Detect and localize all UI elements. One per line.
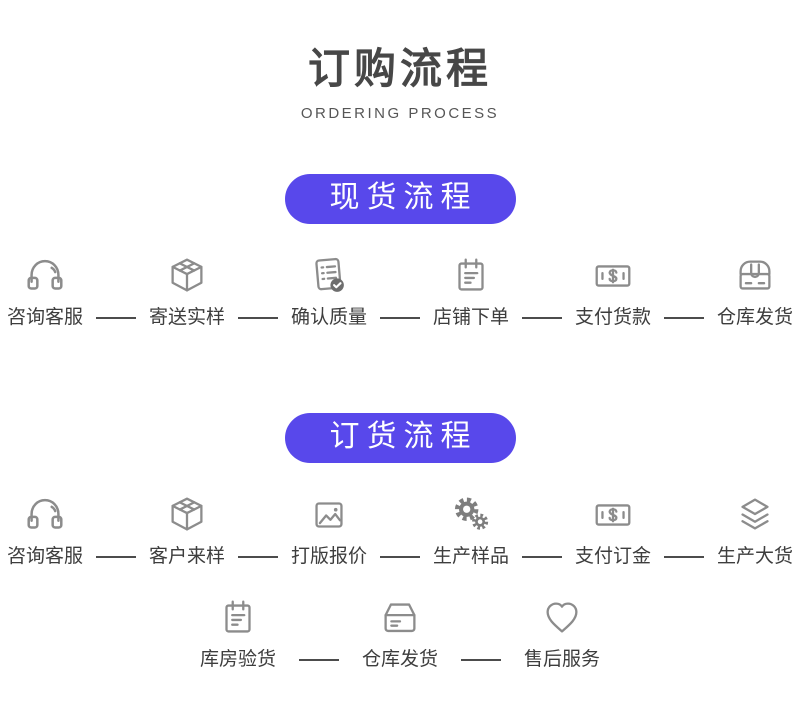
step-consult-service: 咨询客服 [1,254,89,329]
flow-connector [522,556,562,559]
step-label: 仓库发货 [716,307,793,329]
step-bulk-production: 生产大货 [711,493,799,568]
flow-connector [96,556,136,559]
badge-order-process: 订货流程 [284,413,516,464]
order-process-row-2: 库房验货 仓库发货 售后服务 [190,596,610,671]
flow-connector [664,317,704,320]
step-label: 生产样品 [432,546,509,568]
step-label: 客户来样 [148,546,225,568]
step-send-sample: 寄送实样 [143,254,231,329]
banknote-icon [590,493,636,537]
notepad-icon [448,254,494,298]
checklist-check-icon [306,254,352,298]
headset-icon [22,493,68,537]
headset-icon [22,254,68,298]
step-label: 寄送实样 [148,307,225,329]
step-label: 咨询客服 [6,307,83,329]
box-icon [164,254,210,298]
step-label: 打版报价 [290,546,367,568]
carton-icon [377,596,423,640]
step-proofing-quote: 打版报价 [285,493,373,568]
step-label: 仓库发货 [361,649,438,671]
order-process-row-1: 咨询客服 客户来样 打版报价 生产样品 支付订金 生产大货 [1,493,799,568]
step-warehouse-ship: 仓库发货 [352,596,448,671]
page-title: 订购流程 [307,45,492,92]
heart-icon [539,596,585,640]
flow-connector [664,556,704,559]
step-label: 店铺下单 [432,307,509,329]
step-consult-service: 咨询客服 [1,493,89,568]
step-pay-goods: 支付货款 [569,254,657,329]
step-customer-sample: 客户来样 [143,493,231,568]
step-label: 售后服务 [523,649,600,671]
step-warehouse-inspect: 库房验货 [190,596,286,671]
step-label: 库房验货 [199,649,276,671]
step-confirm-quality: 确认质量 [285,254,373,329]
flow-connector [299,659,339,662]
flow-connector [238,317,278,320]
step-label: 支付订金 [574,546,651,568]
flow-connector [522,317,562,320]
flow-connector [238,556,278,559]
step-after-sale-service: 售后服务 [514,596,610,671]
step-warehouse-ship: 仓库发货 [711,254,799,329]
step-place-order: 店铺下单 [427,254,515,329]
step-label: 咨询客服 [6,546,83,568]
layers-icon [732,493,778,537]
package-icon [732,254,778,298]
step-produce-sample: 生产样品 [427,493,515,568]
flow-connector [380,556,420,559]
banknote-icon [590,254,636,298]
step-pay-deposit: 支付订金 [569,493,657,568]
flow-connector [96,317,136,320]
step-label: 支付货款 [574,307,651,329]
image-icon [306,493,352,537]
badge-stock-process: 现货流程 [284,174,516,225]
flow-connector [380,317,420,320]
gears-icon [448,493,494,537]
step-label: 确认质量 [290,307,367,329]
stock-process-row: 咨询客服 寄送实样 确认质量 店铺下单 支付货款 仓库发货 [1,254,799,329]
flow-connector [461,659,501,662]
step-label: 生产大货 [716,546,793,568]
notepad-icon [215,596,261,640]
box-icon [164,493,210,537]
page-subtitle: ORDERING PROCESS [300,105,500,123]
